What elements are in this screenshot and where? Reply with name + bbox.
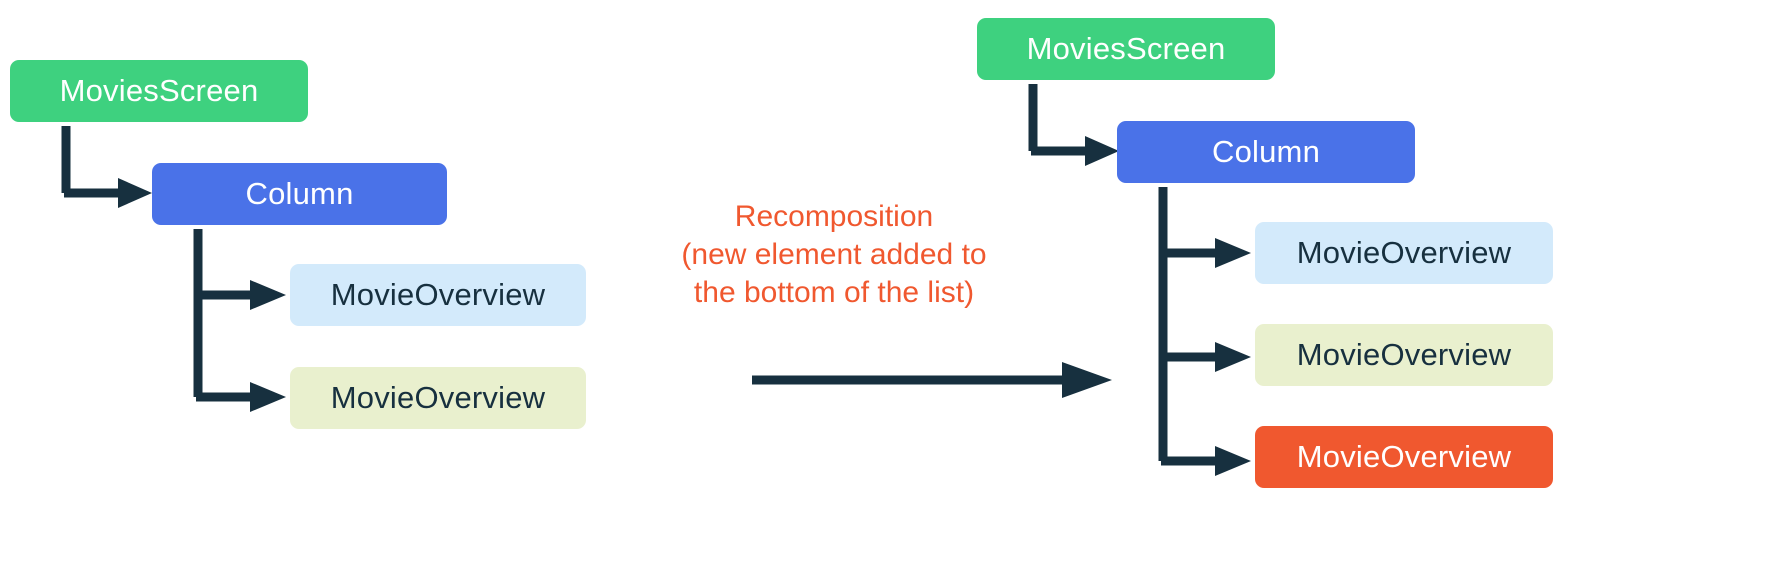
transition-caption: Recomposition (new element added to the … [653, 198, 1015, 312]
before-node-movieoverview-1[interactable]: MovieOverview [290, 264, 586, 326]
transition-caption-line-1: Recomposition [734, 200, 934, 233]
after-connector-root-to-column [1028, 84, 1119, 166]
before-connector-root-to-column [61, 126, 152, 208]
before-node-column[interactable]: Column [152, 163, 447, 225]
transition-caption-line-2: (new element added to [681, 238, 987, 271]
after-node-movieoverview-2[interactable]: MovieOverview [1255, 324, 1553, 386]
right-arrow-icon [752, 362, 1112, 398]
after-node-movieoverview-3-new[interactable]: MovieOverview [1255, 426, 1553, 488]
before-connector-column-to-children [193, 229, 286, 412]
after-node-column[interactable]: Column [1117, 121, 1415, 183]
after-node-movieoverview-1[interactable]: MovieOverview [1255, 222, 1553, 284]
before-node-moviesscreen[interactable]: MoviesScreen [10, 60, 308, 122]
after-node-moviesscreen[interactable]: MoviesScreen [977, 18, 1275, 80]
before-node-movieoverview-2[interactable]: MovieOverview [290, 367, 586, 429]
after-connector-column-to-children [1158, 187, 1251, 476]
transition-caption-line-3: the bottom of the list) [693, 276, 975, 309]
